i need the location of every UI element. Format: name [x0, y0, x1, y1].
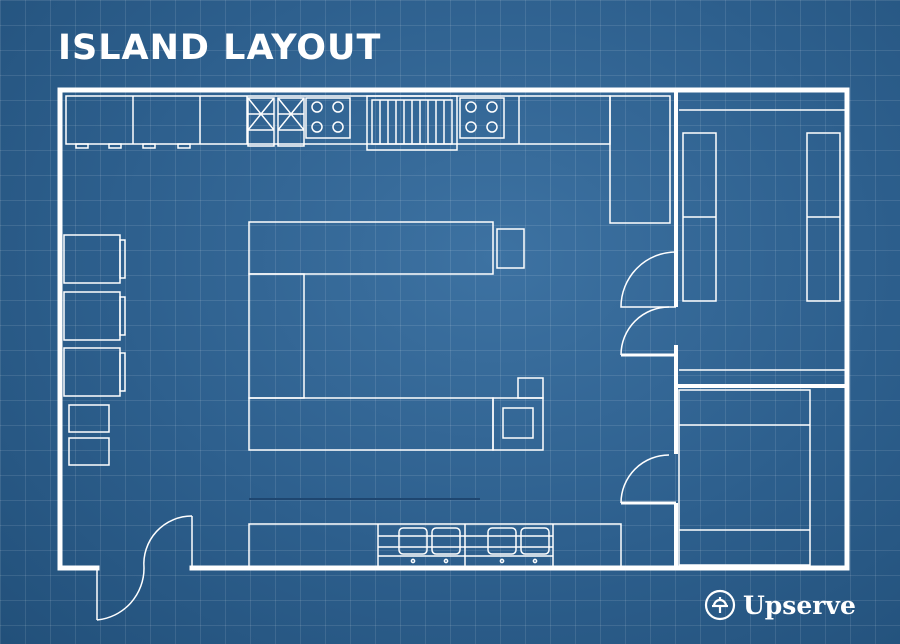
- interior-walls: [674, 90, 847, 568]
- flat-grill: [366, 95, 458, 151]
- wine-racks: [247, 97, 305, 147]
- corner-counter: [609, 95, 671, 224]
- storage-shelving: [678, 389, 811, 566]
- range-burners-left: [305, 97, 351, 139]
- kitchen-island: [248, 221, 544, 451]
- left-wall-units: [63, 234, 126, 466]
- page-title: ISLAND LAYOUT: [58, 28, 382, 68]
- walk-in-shelving: [679, 109, 847, 371]
- door-swings: [96, 251, 677, 621]
- brand-name: Upserve: [743, 590, 856, 620]
- range-burners-right: [459, 97, 505, 139]
- brand-logo: Upserve: [704, 587, 856, 623]
- dish-icon: [704, 589, 736, 621]
- sinks: [398, 527, 550, 564]
- front-counter: [248, 523, 622, 568]
- exterior-walls: [57, 87, 850, 571]
